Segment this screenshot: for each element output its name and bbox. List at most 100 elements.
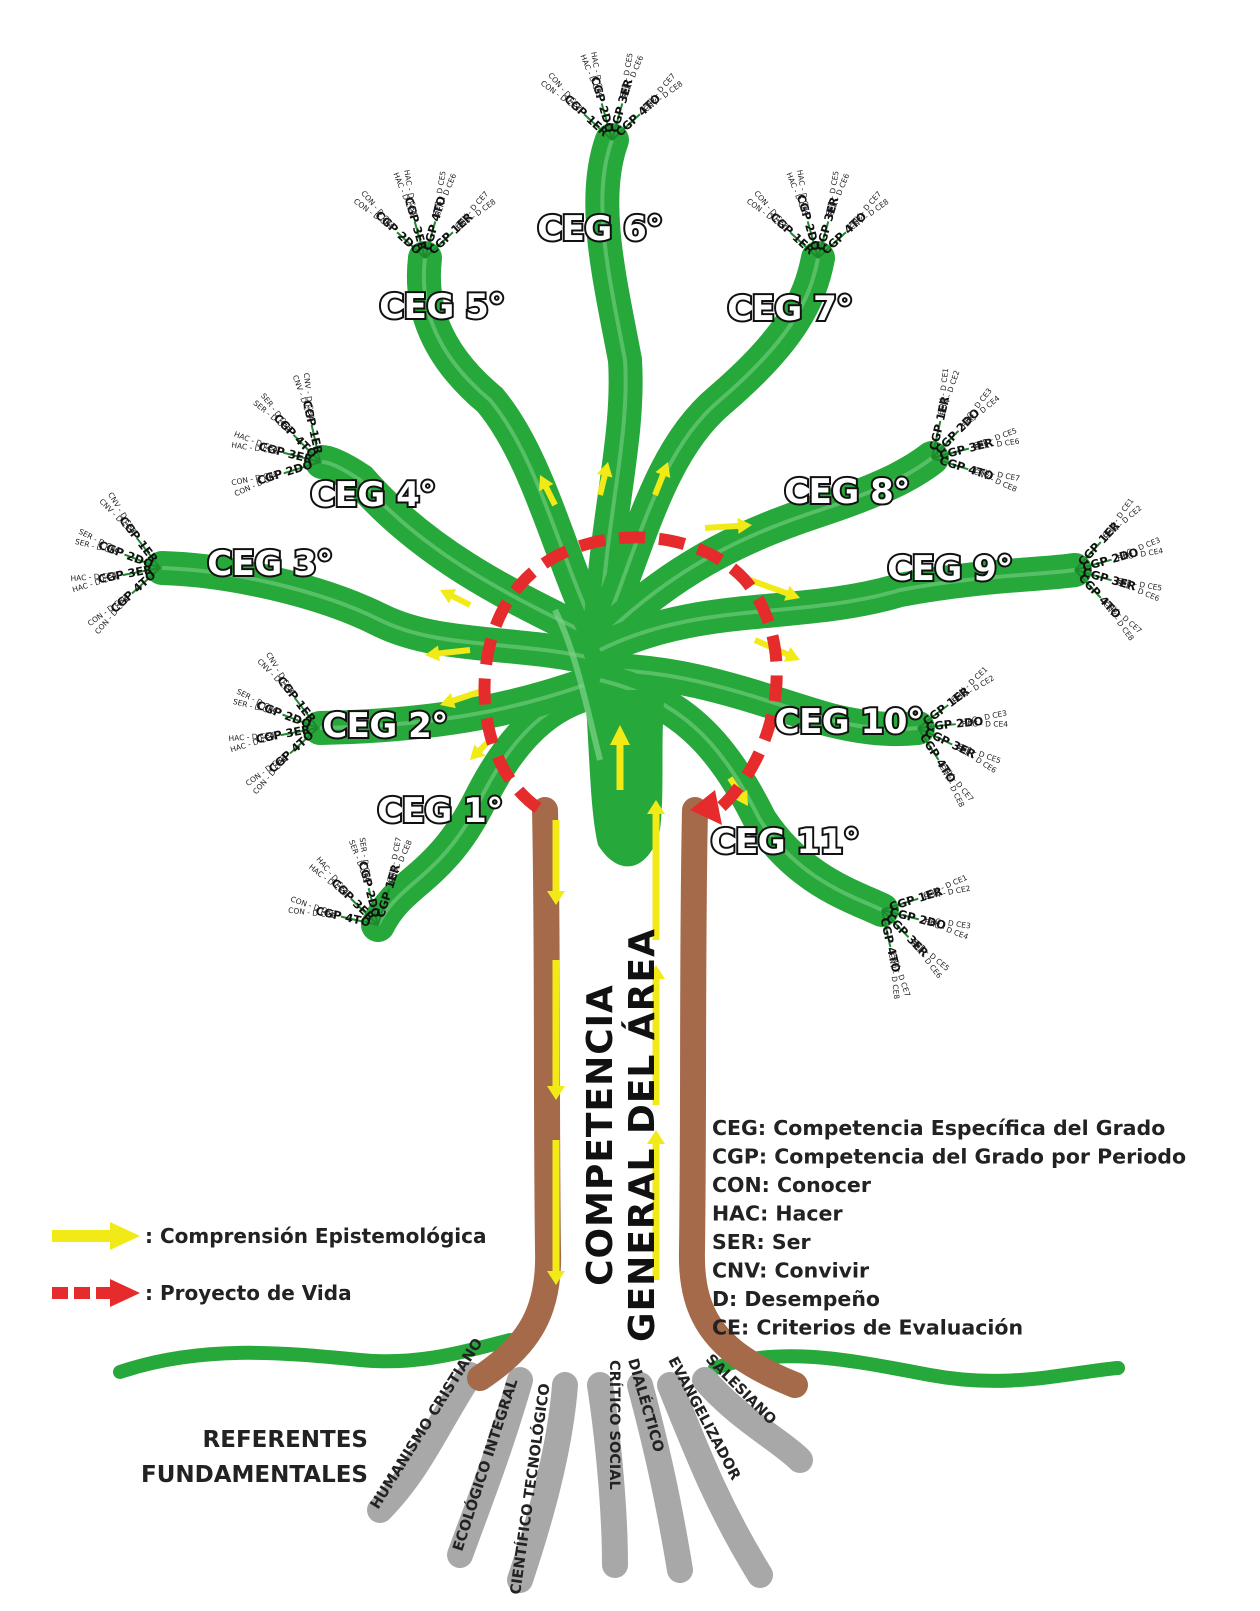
referents-title-line-1: REFERENTES (203, 1427, 368, 1453)
root-5 (627, 1372, 693, 1583)
ceg-label-5: CEG 5° (379, 287, 505, 327)
branch-arrow-8 (704, 522, 745, 531)
ceg-label-9: CEG 9° (887, 549, 1013, 589)
yellow-arrow-icon (110, 1222, 140, 1250)
up-arrowhead-3 (647, 800, 665, 814)
ceg-label-8: CEG 8° (784, 472, 910, 512)
ceg-label-1: CEG 1° (377, 791, 503, 831)
cgp-twig (583, 113, 613, 141)
cgp-twig (611, 103, 624, 141)
ceg-label-6: CEG 6° (537, 209, 663, 249)
cgp-twig (282, 451, 321, 463)
abbreviation-line: SER: Ser (712, 1230, 812, 1254)
branch-arrowhead-6 (596, 462, 613, 478)
cgp-twig (350, 897, 379, 926)
cgp-twig (413, 221, 426, 259)
cgp-twig (931, 420, 942, 459)
root-6 (657, 1372, 773, 1588)
abbreviation-line: CGP: Competencia del Grado por Periodo (712, 1145, 1186, 1169)
branch-arrowhead-2 (440, 692, 456, 709)
ceg-branch-highlight-8 (598, 456, 934, 642)
cgp-twig (917, 704, 949, 729)
referents-title-line-2: FUNDAMENTALES (141, 1462, 368, 1488)
cgp-twig (789, 231, 819, 259)
cgp-twig (931, 457, 969, 471)
branch-arrowhead-11 (733, 789, 748, 806)
up-arrowhead-1 (647, 1130, 665, 1144)
abbreviation-line: CNV: Convivir (712, 1259, 870, 1283)
ceg-label-11: CEG 11° (711, 822, 860, 862)
life-project-arrowhead (690, 790, 722, 825)
ground-left (113, 1333, 517, 1379)
branch-arrowhead-9 (784, 585, 800, 601)
root-3 (507, 1372, 578, 1593)
legend-epistemology-label: : Comprensión Epistemológica (145, 1224, 486, 1248)
ceg-label-10: CEG 10° (775, 702, 924, 742)
legend-epistemology-row: : Comprensión Epistemológica (52, 1222, 486, 1250)
root-2 (447, 1367, 533, 1568)
abbreviation-line: D: Desempeño (712, 1287, 880, 1311)
down-arrowhead-1 (547, 891, 565, 905)
branch-arrowhead-5 (539, 475, 554, 492)
cgp-twig (292, 434, 321, 463)
down-arrowhead-2 (547, 1086, 565, 1100)
cgp-twig (931, 430, 960, 459)
ceg-branch-highlight-7 (598, 257, 820, 641)
trunk (552, 608, 665, 867)
root-label: CRÍTICO SOCIAL (606, 1360, 623, 1490)
trunk-arrows (610, 725, 630, 790)
trunk-title: COMPETENCIA GENERAL DEL ÁREA (580, 928, 663, 1342)
cgp-twig (881, 909, 920, 921)
cgp-twig (280, 727, 319, 737)
branch-arrow-3 (432, 647, 471, 658)
abbreviation-line: CEG: Competencia Específica del Grado (712, 1116, 1165, 1140)
leaf-label: HAC - D CE4 (228, 731, 275, 744)
branch-arrowhead-1 (470, 744, 486, 760)
abbreviation-line: CE: Criterios de Evaluación (712, 1316, 1023, 1340)
cgp-twig (917, 727, 953, 746)
cgp-label: CGP 2DO (925, 714, 984, 734)
cgp-twig (377, 888, 391, 926)
legend: : Comprensión Epistemológica : Proyecto … (52, 1222, 486, 1307)
ceg-branch-highlight-10 (599, 668, 919, 732)
brown-trunk-roots (467, 797, 808, 1398)
cgp-twig (611, 113, 641, 141)
cgp-twig (282, 713, 319, 729)
abbreviation-line: HAC: Hacer (712, 1202, 843, 1226)
branch-arrowhead-4 (440, 589, 457, 604)
cgp-twig (600, 103, 613, 141)
ceg-branch-highlight-5 (421, 257, 602, 641)
ceg-branch-highlight-9 (599, 568, 1076, 652)
branch-arrowhead-7 (655, 462, 671, 478)
ceg-branch-highlight-3 (161, 566, 601, 662)
up-arrowhead-2 (647, 965, 665, 979)
root-4 (587, 1372, 628, 1578)
abbreviation-line: CON: Conocer (712, 1173, 872, 1197)
ceg-branch-highlight-6 (598, 139, 628, 641)
ceg-labels: CEG 1°CEG 2°CEG 3°CEG 4°CEG 5°CEG 6°CEG … (205, 207, 1015, 864)
ceg-branch-highlight-4 (321, 460, 601, 642)
cgp-twig (1074, 569, 1102, 599)
branch-arrowhead-3 (425, 645, 440, 662)
root-arrows (547, 800, 665, 1285)
cgp-twig (1074, 541, 1102, 571)
branch-arrowhead-8 (737, 517, 752, 534)
cgp-twig (917, 723, 956, 729)
cgp-twig (289, 727, 319, 755)
cgp-twig (917, 727, 940, 761)
down-arrowhead-3 (547, 1271, 565, 1285)
cgp-twig (806, 221, 819, 259)
cgp-twig (817, 231, 847, 259)
cgp-twig (283, 461, 321, 475)
trunk-title-line-2: GENERAL DEL ÁREA (621, 928, 663, 1342)
cgp-twig (367, 887, 379, 926)
cgp-twig (135, 537, 161, 569)
abbreviations-list: CEG: Competencia Específica del GradoCGP… (712, 1116, 1186, 1340)
